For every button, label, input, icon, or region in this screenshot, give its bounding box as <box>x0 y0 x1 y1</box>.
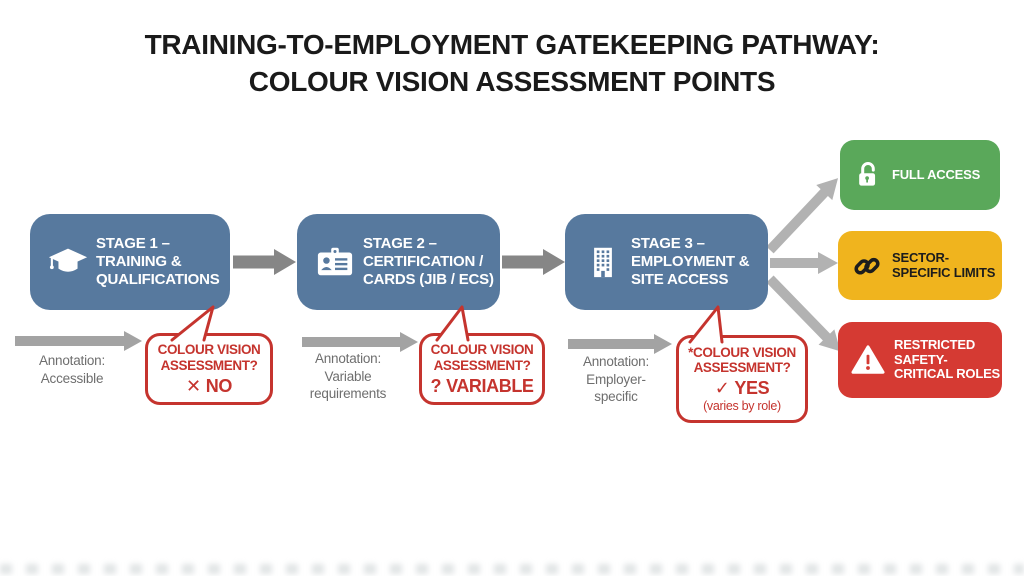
annotation-2-line-3: requirements <box>309 386 387 402</box>
arrow-to-sector-limits <box>770 252 838 274</box>
outcome-sector-limits: SECTOR-SPECIFIC LIMITS <box>838 231 1002 300</box>
outcome-full-access-label: FULL ACCESS <box>892 166 981 182</box>
callout-stage-3: *COLOUR VISION ASSESSMENT? ✓YES (varies … <box>676 335 808 423</box>
unlock-icon <box>853 159 883 191</box>
stage-1-line-2: TRAINING & <box>96 252 182 270</box>
question-mark-icon: ? <box>430 375 442 396</box>
stage-3-label: STAGE 3 – EMPLOYMENT & SITE ACCESS <box>631 234 750 290</box>
arrow-to-full-access <box>766 178 839 254</box>
arrow-stage2-to-stage3 <box>502 249 565 275</box>
callout-2-answer-text: VARIABLE <box>446 375 534 396</box>
annotation-3-line-2: Employer- <box>586 371 646 387</box>
bottom-blur-band <box>0 564 1024 574</box>
callout-stage-2: COLOUR VISION ASSESSMENT? ?VARIABLE <box>419 333 545 405</box>
title-line-1: TRAINING-TO-EMPLOYMENT GATEKEEPING PATHW… <box>144 29 880 60</box>
callout-1-line-2: ASSESSMENT? <box>160 357 258 373</box>
callout-2-answer: ?VARIABLE <box>422 376 542 397</box>
check-mark-icon: ✓ <box>714 378 730 399</box>
title-line-2: COLOUR VISION ASSESSMENT POINTS <box>248 66 776 97</box>
warning-icon <box>851 344 885 376</box>
callout-3-line-2: ASSESSMENT? <box>693 360 791 376</box>
callout-3-answer-text: YES <box>734 378 770 399</box>
stage-2-line-2: CERTIFICATION / <box>363 252 484 270</box>
callout-3-note: (varies by role) <box>703 399 781 414</box>
callout-2-line-1: COLOUR VISION <box>430 341 534 357</box>
callout-3-answer: ✓YES <box>679 378 805 399</box>
stage-1-line-1: STAGE 1 – <box>96 234 170 252</box>
chain-link-icon <box>851 249 883 283</box>
annotation-2-line-2: Variable <box>324 368 372 384</box>
callout-1-answer-text: NO <box>205 375 233 396</box>
callout-stage-1: COLOUR VISION ASSESSMENT? ✕NO <box>145 333 273 405</box>
stage-2-line-1: STAGE 2 – <box>363 234 437 252</box>
callout-2-line-2: ASSESSMENT? <box>433 357 531 373</box>
outcome-sector-limits-label: SECTOR-SPECIFIC LIMITS <box>892 249 996 280</box>
annotation-3-line-1: Annotation: <box>582 354 650 369</box>
annotation-3-line-3: specific <box>594 389 638 405</box>
stage-3-line-3: SITE ACCESS <box>631 271 729 289</box>
arrow-annotation-3 <box>568 334 672 354</box>
stage-2-box: STAGE 2 – CERTIFICATION / CARDS (JIB / E… <box>297 214 500 310</box>
annotation-2-line-1: Annotation: <box>314 351 382 366</box>
stage-3-line-1: STAGE 3 – <box>631 234 705 252</box>
stage-3-line-2: EMPLOYMENT & <box>631 252 750 270</box>
callout-1-line-1: COLOUR VISION <box>157 341 261 357</box>
stage-1-label: STAGE 1 – TRAINING & QUALIFICATIONS <box>96 235 220 290</box>
outcome-full-access: FULL ACCESS <box>840 140 1000 210</box>
arrow-stage1-to-stage2 <box>233 249 296 275</box>
stage-1-line-3: QUALIFICATIONS <box>96 271 220 289</box>
stage-2-label: STAGE 2 – CERTIFICATION / CARDS (JIB / E… <box>363 235 494 290</box>
annotation-1-line-2: Accessible <box>40 370 104 386</box>
annotation-stage-3: Annotation: Employer- specific <box>560 353 672 406</box>
annotation-1-line-1: Annotation: <box>38 353 106 368</box>
callout-3-line-1: *COLOUR VISION <box>688 344 796 360</box>
stage-1-box: STAGE 1 – TRAINING & QUALIFICATIONS <box>30 214 230 310</box>
graduation-cap-icon <box>46 246 90 278</box>
page-title: TRAINING-TO-EMPLOYMENT GATEKEEPING PATHW… <box>0 26 1024 100</box>
outcome-restricted-roles: RESTRICTED SAFETY-CRITICAL ROLES <box>838 322 1002 398</box>
arrow-annotation-2 <box>302 332 418 352</box>
stage-2-line-3: CARDS (JIB / ECS) <box>363 271 494 289</box>
arrow-annotation-1 <box>15 331 142 351</box>
building-icon <box>581 244 625 280</box>
outcome-restricted-roles-label: RESTRICTED SAFETY-CRITICAL ROLES <box>894 336 1001 382</box>
callout-1-answer: ✕NO <box>148 376 270 397</box>
stage-3-box: STAGE 3 – EMPLOYMENT & SITE ACCESS <box>565 214 768 310</box>
id-card-icon <box>313 246 357 278</box>
x-mark-icon: ✕ <box>186 375 201 396</box>
annotation-stage-1: Annotation: Accessible <box>10 352 134 387</box>
annotation-stage-2: Annotation: Variable requirements <box>292 350 404 403</box>
